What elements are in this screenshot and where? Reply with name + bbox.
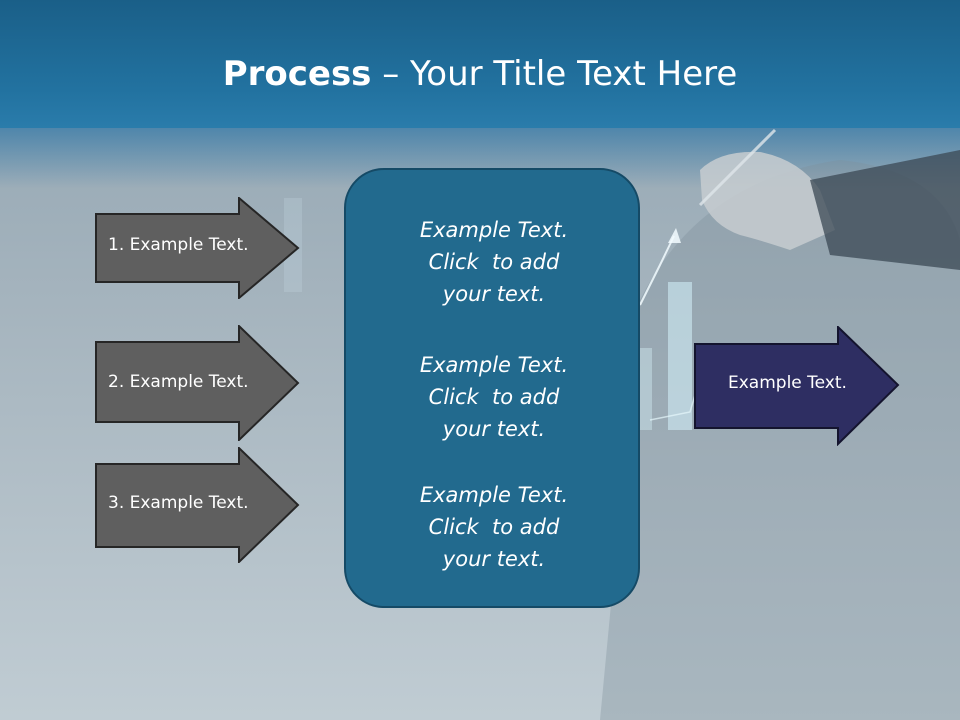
center-text-block-2: Example Text. Click to add your text. (346, 349, 642, 445)
process-arrow-1: 1. Example Text. (95, 195, 300, 301)
block-line: Click to add (428, 515, 560, 539)
arrow-shape-icon (694, 324, 900, 447)
title-band (0, 0, 960, 128)
center-text-block-1: Example Text. Click to add your text. (346, 214, 642, 310)
block-line: Example Text. (419, 483, 569, 507)
block-line: your text. (442, 282, 546, 306)
arrow-label: 3. Example Text. (108, 493, 249, 513)
block-line: Click to add (428, 250, 560, 274)
process-arrow-3: 3. Example Text. (95, 445, 300, 565)
block-line: your text. (442, 547, 546, 571)
center-text-block-3: Example Text. Click to add your text. (346, 479, 642, 575)
arrow-label: Example Text. (728, 373, 847, 393)
arrow-label: 1. Example Text. (108, 235, 249, 255)
arrow-label: 2. Example Text. (108, 372, 249, 392)
process-center-box: Example Text. Click to add your text. Ex… (344, 168, 640, 608)
block-line: your text. (442, 417, 546, 441)
process-output-arrow: Example Text. (694, 324, 900, 447)
title-rest: – Your Title Text Here (371, 54, 738, 94)
block-line: Click to add (428, 385, 560, 409)
arrow-shape-icon (95, 323, 300, 443)
arrow-shape-icon (95, 445, 300, 565)
title-bold: Process (222, 54, 372, 94)
block-line: Example Text. (419, 353, 569, 377)
process-arrow-2: 2. Example Text. (95, 323, 300, 443)
block-line: Example Text. (419, 218, 569, 242)
slide-title: Process – Your Title Text Here (0, 52, 960, 96)
arrow-shape-icon (95, 195, 300, 301)
